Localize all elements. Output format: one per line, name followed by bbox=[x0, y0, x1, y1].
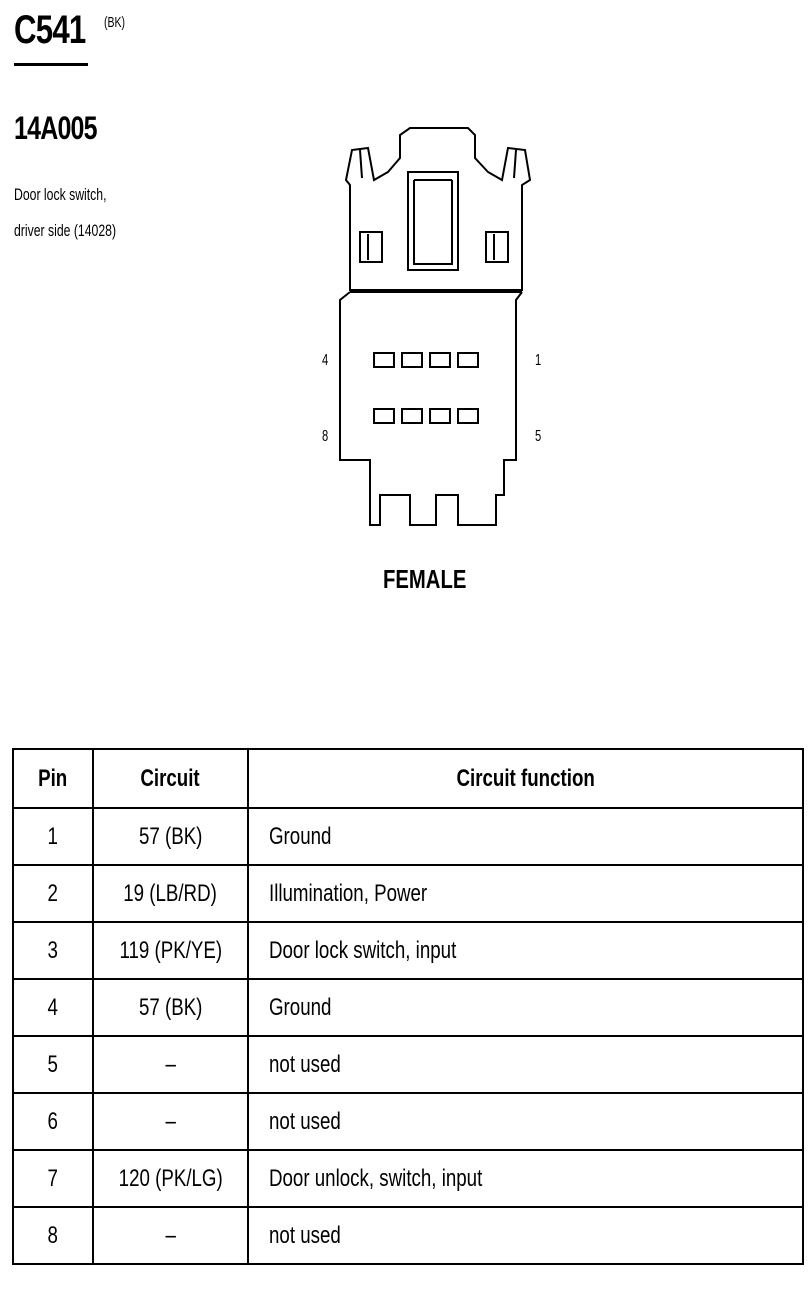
cell-pin: 4 bbox=[12, 978, 94, 1037]
cell-pin: 2 bbox=[12, 864, 94, 923]
cell-circuit: 57 (BK) bbox=[92, 807, 249, 866]
cell-pin: 7 bbox=[12, 1149, 94, 1208]
cell-circuit: – bbox=[92, 1092, 249, 1151]
pin-cavity-7 bbox=[401, 408, 423, 424]
cell-pin: 1 bbox=[12, 807, 94, 866]
cell-circuit: 120 (PK/LG) bbox=[92, 1149, 249, 1208]
table-row: 7 120 (PK/LG) Door unlock, switch, input bbox=[12, 1149, 804, 1208]
cell-circuit: – bbox=[92, 1206, 249, 1265]
pin-label-bottom-right: 5 bbox=[535, 428, 542, 445]
cell-circuit: 119 (PK/YE) bbox=[92, 921, 249, 980]
table-row: 5 – not used bbox=[12, 1035, 804, 1094]
header-circuit-function: Circuit function bbox=[247, 748, 804, 809]
pin-cavity-6 bbox=[429, 408, 451, 424]
cell-circuit: 57 (BK) bbox=[92, 978, 249, 1037]
table-row: 6 – not used bbox=[12, 1092, 804, 1151]
table-row: 3 119 (PK/YE) Door lock switch, input bbox=[12, 921, 804, 980]
pin-cavity-2 bbox=[429, 352, 451, 368]
cell-function: not used bbox=[247, 1092, 804, 1151]
pin-cavity-4 bbox=[373, 352, 395, 368]
cell-pin: 6 bbox=[12, 1092, 94, 1151]
table-row: 8 – not used bbox=[12, 1206, 804, 1265]
table-row: 2 19 (LB/RD) Illumination, Power bbox=[12, 864, 804, 923]
connector-id: C541 bbox=[14, 8, 86, 52]
cell-circuit: – bbox=[92, 1035, 249, 1094]
cell-pin: 3 bbox=[12, 921, 94, 980]
part-number: 14A005 bbox=[14, 110, 98, 146]
connector-latch bbox=[344, 127, 532, 291]
pin-label-top-right: 1 bbox=[535, 352, 542, 369]
pin-cavity-8 bbox=[373, 408, 395, 424]
cell-function: not used bbox=[247, 1206, 804, 1265]
pin-label-bottom-left: 8 bbox=[322, 428, 329, 445]
pin-cavity-5 bbox=[457, 408, 479, 424]
pin-table: Pin Circuit Circuit function 1 57 (BK) G… bbox=[12, 748, 804, 1265]
header-pin: Pin bbox=[12, 748, 94, 809]
component-description-line2: driver side (14028) bbox=[14, 221, 117, 240]
pin-cavity-1 bbox=[457, 352, 479, 368]
pin-label-top-left: 4 bbox=[322, 352, 329, 369]
cell-function: Ground bbox=[247, 807, 804, 866]
table-row: 4 57 (BK) Ground bbox=[12, 978, 804, 1037]
connector-color: (BK) bbox=[104, 14, 125, 31]
table-row: 1 57 (BK) Ground bbox=[12, 807, 804, 866]
cell-pin: 5 bbox=[12, 1035, 94, 1094]
pin-cavities bbox=[373, 352, 479, 424]
cell-function: Door unlock, switch, input bbox=[247, 1149, 804, 1208]
connector-body bbox=[339, 291, 523, 526]
pin-cavity-3 bbox=[401, 352, 423, 368]
cell-pin: 8 bbox=[12, 1206, 94, 1265]
cell-function: Illumination, Power bbox=[247, 864, 804, 923]
component-description-line1: Door lock switch, bbox=[14, 185, 107, 204]
connector-face-diagram bbox=[339, 127, 532, 526]
cell-circuit: 19 (LB/RD) bbox=[92, 864, 249, 923]
cell-function: not used bbox=[247, 1035, 804, 1094]
cell-function: Ground bbox=[247, 978, 804, 1037]
table-header-row: Pin Circuit Circuit function bbox=[12, 748, 804, 809]
connector-id-underline bbox=[14, 63, 88, 66]
header-circuit: Circuit bbox=[92, 748, 249, 809]
cell-function: Door lock switch, input bbox=[247, 921, 804, 980]
connector-gender-label: FEMALE bbox=[383, 564, 467, 594]
